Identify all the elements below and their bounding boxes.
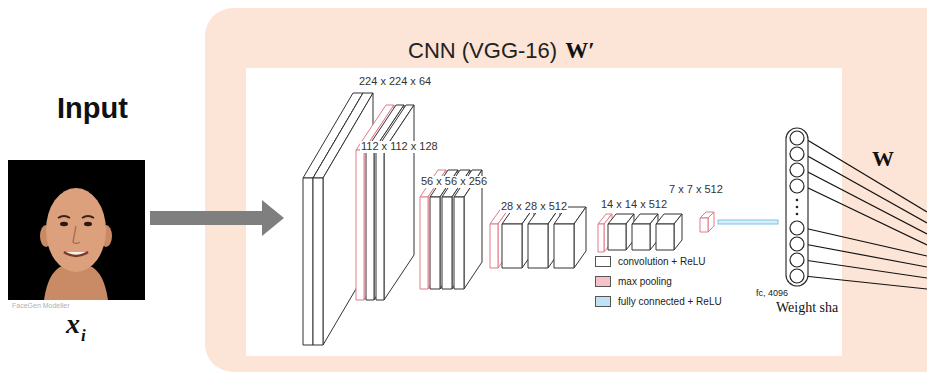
layer-size: 224 x 224 x 64	[358, 76, 432, 88]
image-area	[246, 68, 842, 356]
block-front	[442, 197, 452, 289]
neuron-column	[786, 128, 808, 286]
ellipsis-dot	[796, 199, 799, 202]
block-side	[323, 93, 373, 345]
block-front	[700, 218, 708, 232]
neuron	[790, 147, 804, 161]
weight-note: Weight sha	[776, 300, 838, 316]
neuron	[790, 253, 804, 267]
weight-line	[804, 186, 927, 245]
neuron	[790, 131, 804, 145]
neuron	[790, 221, 804, 235]
watermark: FaceGen Modeller	[12, 302, 70, 310]
legend-swatch	[595, 256, 611, 267]
block-front	[554, 224, 574, 268]
block-side	[708, 212, 714, 232]
weight-symbol: W′	[565, 38, 594, 64]
ellipsis-dot	[796, 213, 799, 216]
legend-swatch	[595, 296, 611, 307]
block-front	[528, 224, 548, 268]
weight-line	[804, 228, 927, 256]
layer-size: 56 x 56 x 256	[420, 176, 488, 188]
weight-line	[804, 170, 927, 234]
layer-block	[313, 93, 373, 345]
neuron	[790, 269, 804, 283]
layer-block	[554, 207, 586, 268]
block-front	[420, 197, 428, 289]
weight-line	[804, 244, 927, 267]
weight-symbol: W	[872, 146, 894, 171]
legend-row: fully connected + ReLU	[595, 296, 722, 307]
block-front	[430, 197, 440, 289]
neurons	[790, 131, 804, 283]
layer-block	[632, 214, 658, 250]
layer-block	[376, 105, 414, 300]
weight-line	[804, 154, 927, 223]
legend-swatch	[595, 276, 611, 287]
block-side	[384, 105, 414, 300]
weight-lines	[804, 138, 927, 289]
fc-label: fc, 4096	[756, 288, 788, 298]
layer-block	[700, 212, 714, 232]
input-subscript: i	[81, 326, 86, 346]
block-front	[608, 224, 626, 250]
input-arrow	[150, 200, 284, 236]
block-front	[366, 150, 374, 300]
face-image	[8, 160, 145, 300]
legend-text: fully connected + ReLU	[618, 296, 722, 307]
title-text: CNN (VGG-16)	[408, 38, 557, 64]
layer-blocks	[303, 93, 714, 345]
legend-row: max pooling	[595, 276, 672, 287]
block-front	[502, 224, 522, 268]
layer-size: 14 x 14 x 512	[600, 199, 668, 211]
block-side	[674, 214, 682, 250]
block-front	[632, 224, 650, 250]
layer-size: 112 x 112 x 128	[360, 141, 439, 153]
weight-line	[804, 276, 927, 289]
block-side	[464, 170, 482, 289]
layer-block	[656, 214, 682, 250]
legend-text: max pooling	[618, 276, 672, 287]
input-label: Input	[57, 92, 128, 125]
input-symbol: x	[66, 308, 80, 340]
neuron	[790, 179, 804, 193]
block-front	[303, 178, 313, 345]
weight-line	[804, 138, 927, 212]
block-front	[490, 224, 498, 268]
fc-bar	[718, 220, 778, 224]
panel-title: CNN (VGG-16) W′	[408, 38, 595, 64]
block-front	[356, 150, 364, 300]
ellipsis-dot	[796, 206, 799, 209]
weight-line	[804, 260, 927, 278]
layer-size: 7 x 7 x 512	[668, 184, 724, 196]
block-front	[454, 197, 464, 289]
block-front	[598, 224, 604, 252]
legend-row: convolution + ReLU	[595, 256, 706, 267]
block-front	[656, 224, 674, 250]
neuron	[790, 237, 804, 251]
block-side	[574, 207, 586, 268]
layer-block	[454, 170, 482, 289]
block-front	[313, 178, 323, 345]
layer-size: 28 x 28 x 512	[500, 201, 568, 213]
legend-text: convolution + ReLU	[618, 256, 706, 267]
block-front	[376, 150, 384, 300]
neuron	[790, 163, 804, 177]
layer-block	[608, 214, 634, 250]
